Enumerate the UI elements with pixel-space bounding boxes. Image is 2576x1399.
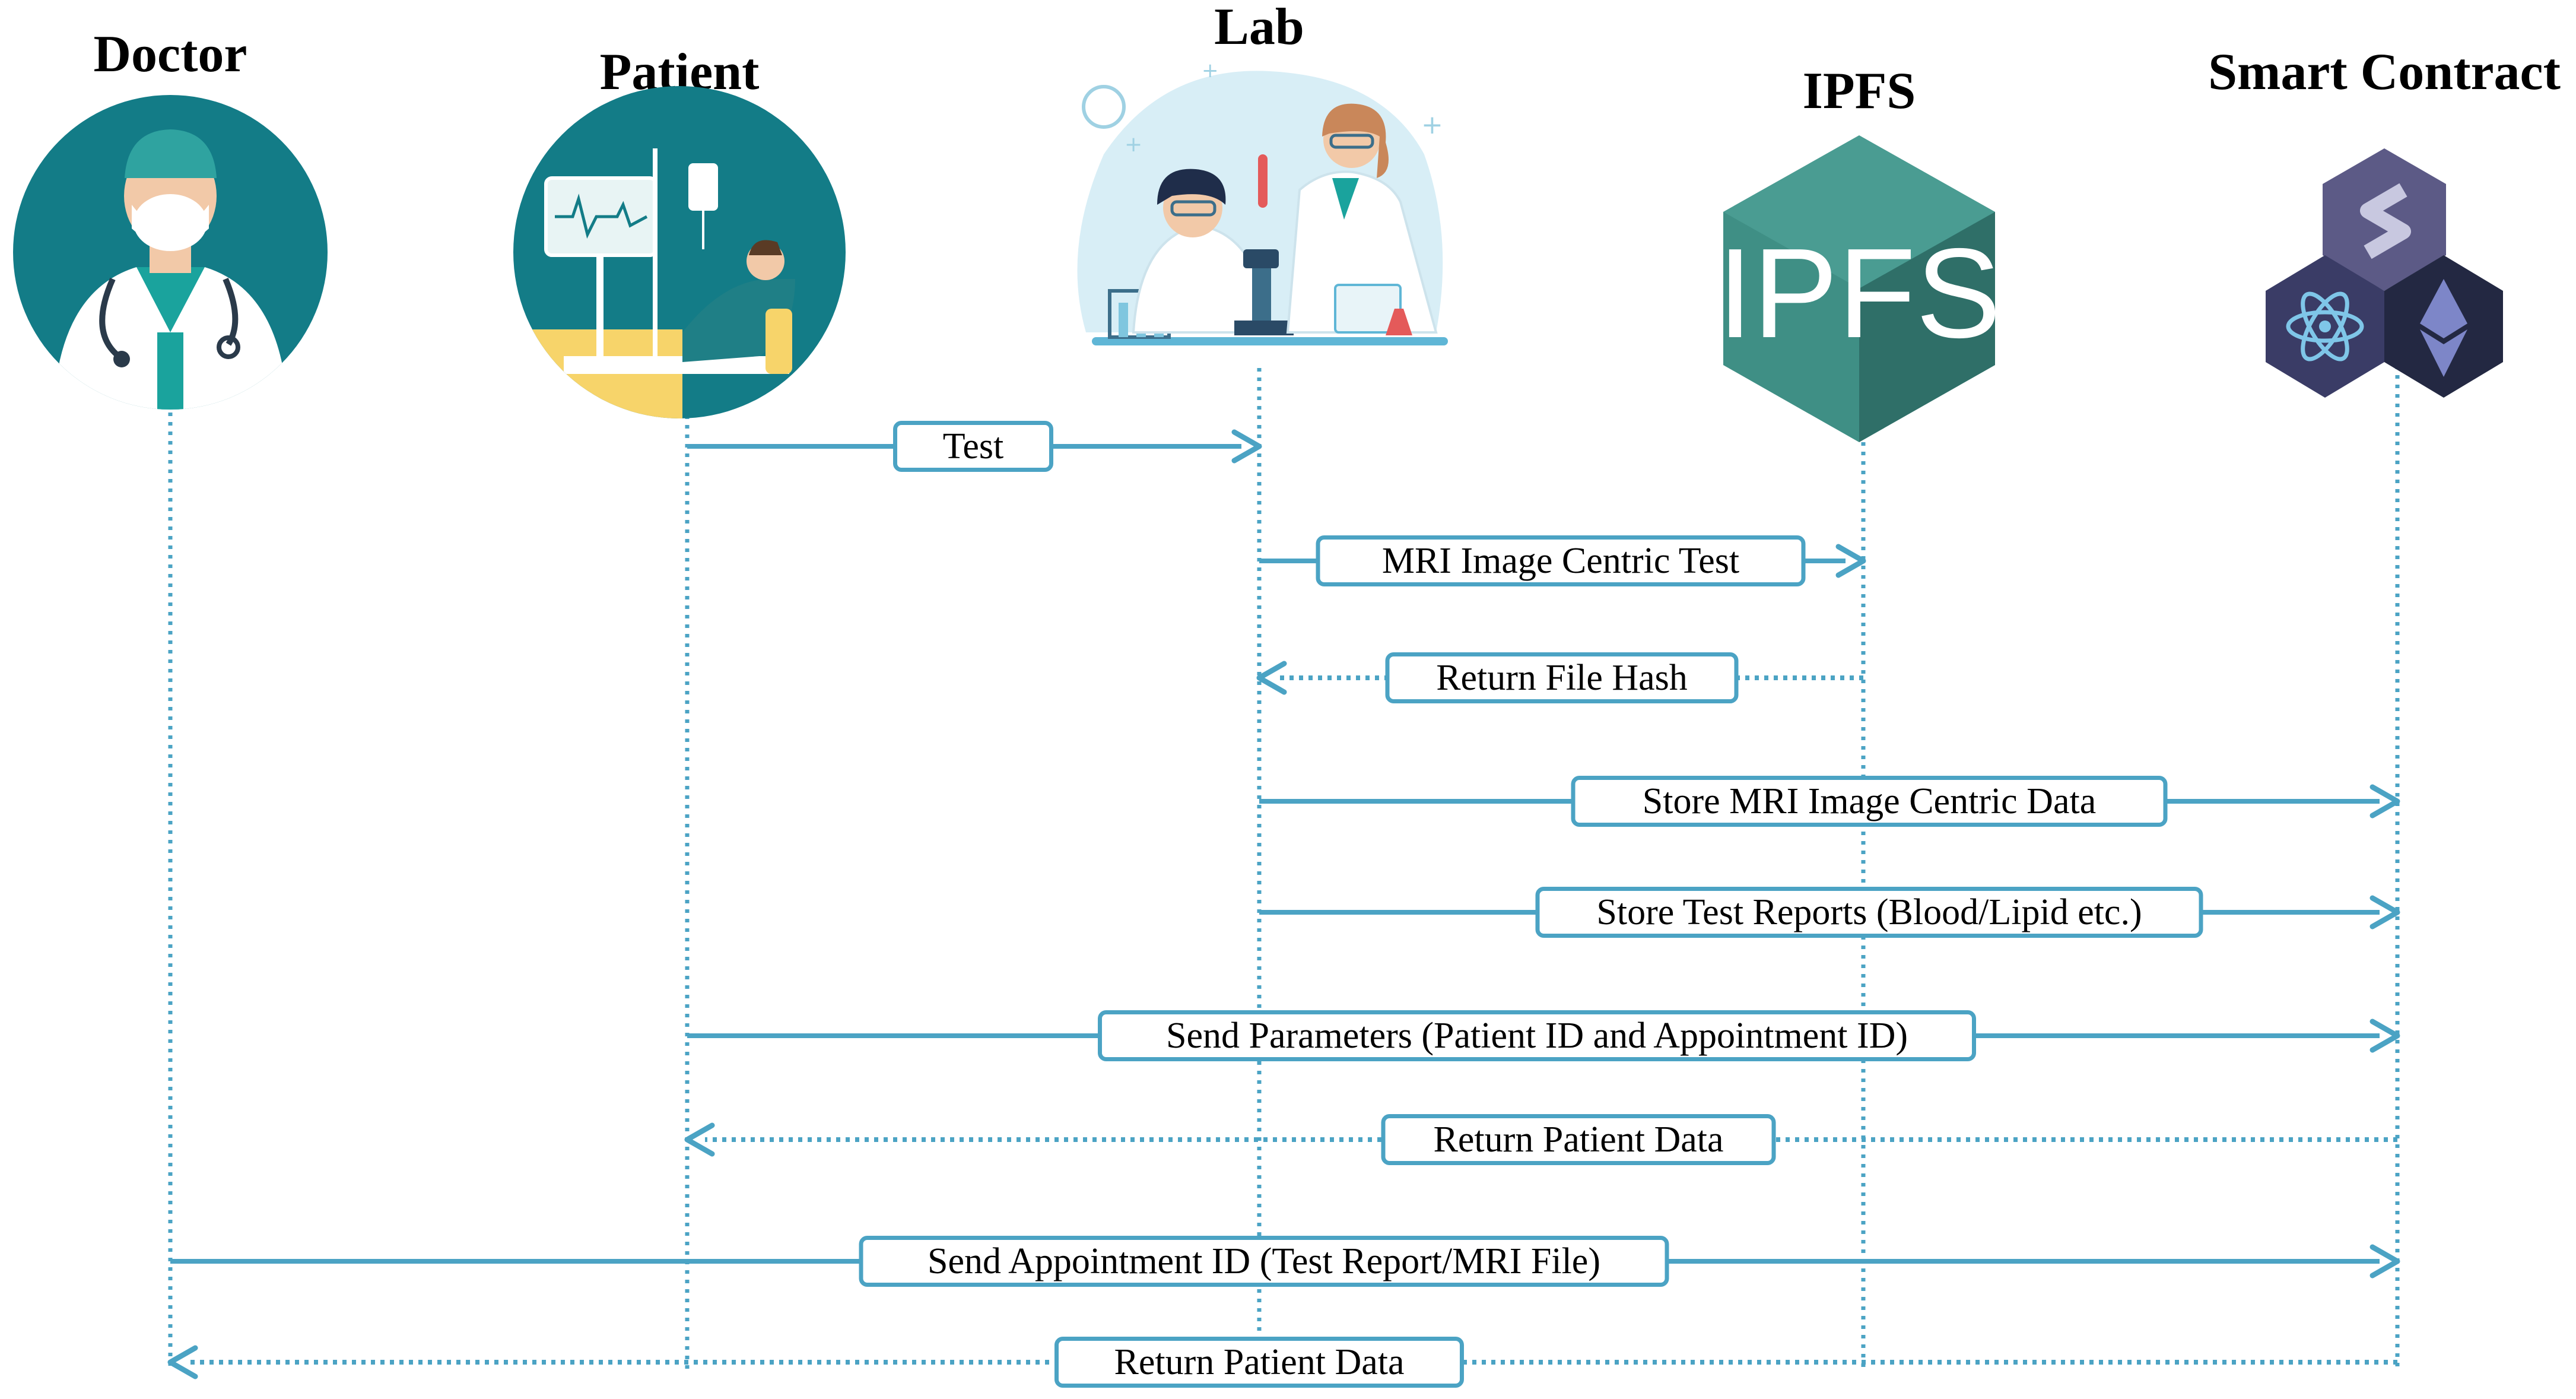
lab-scientists-icon: + + + (1077, 59, 1448, 345)
message-label: Send Parameters (Patient ID and Appointm… (1098, 1010, 1976, 1061)
message-arrowhead (2369, 895, 2400, 930)
message-arrowhead (2369, 1019, 2400, 1053)
ipfs-logo-text: IPFS (1717, 221, 2001, 364)
message-label: Send Appointment ID (Test Report/MRI Fil… (859, 1236, 1669, 1287)
message-arrowhead (1256, 661, 1287, 695)
message-label: MRI Image Centric Test (1316, 535, 1806, 586)
ipfs-hexagon-icon: IPFS (1717, 135, 2001, 442)
message-arrowhead (2369, 1244, 2400, 1279)
message-label: Store MRI Image Centric Data (1571, 776, 2168, 827)
svg-text:+: + (1421, 110, 1443, 140)
message-arrowhead (167, 1345, 198, 1379)
actor-title-lab: Lab (1214, 0, 1304, 56)
message-label: Return Patient Data (1054, 1337, 1464, 1388)
svg-text:+: + (1125, 132, 1142, 157)
actor-title-doctor: Doctor (93, 26, 247, 83)
message-arrowhead (1231, 429, 1262, 464)
actor-title-ipfs: IPFS (1802, 62, 1916, 120)
message-arrowhead (684, 1122, 715, 1157)
actor-title-smart-contract: Smart Contract (2208, 43, 2561, 101)
message-label: Return File Hash (1385, 652, 1739, 703)
lifelines (168, 356, 2400, 1371)
message-arrowhead (2369, 784, 2400, 819)
message-label: Test (893, 421, 1053, 472)
message-label: Store Test Reports (Blood/Lipid etc.) (1535, 887, 2203, 938)
svg-text:+: + (1202, 59, 1219, 83)
doctor-avatar-icon (13, 95, 328, 410)
smart-contract-cubes-icon (2266, 148, 2503, 398)
message-label: Return Patient Data (1381, 1114, 1776, 1165)
message-arrowhead (1835, 544, 1866, 578)
patient-bed-icon (513, 86, 846, 418)
